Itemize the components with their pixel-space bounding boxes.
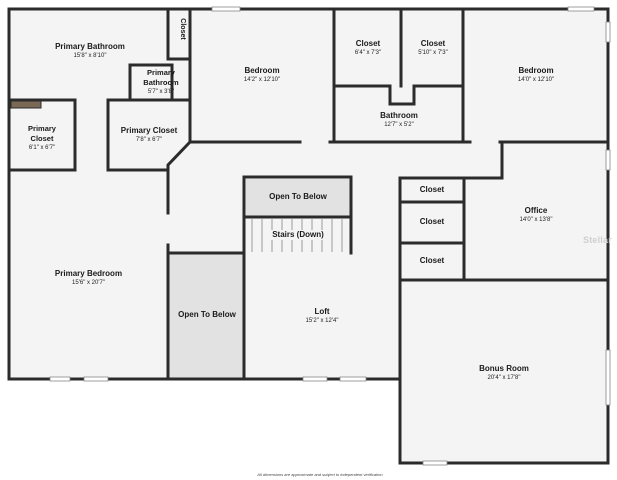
hatched-chase	[10, 100, 42, 109]
open-to-below-left-area	[169, 253, 244, 378]
floor-fill	[9, 9, 608, 463]
open-to-below-top-area	[246, 179, 351, 216]
closet-vertical-label: Closet	[179, 18, 186, 40]
dimensions-disclaimer: All dimensions are approximate and subje…	[257, 472, 383, 477]
windows	[49, 6, 611, 466]
watermark-logo: Stellar	[583, 235, 612, 245]
walls	[7, 7, 610, 465]
